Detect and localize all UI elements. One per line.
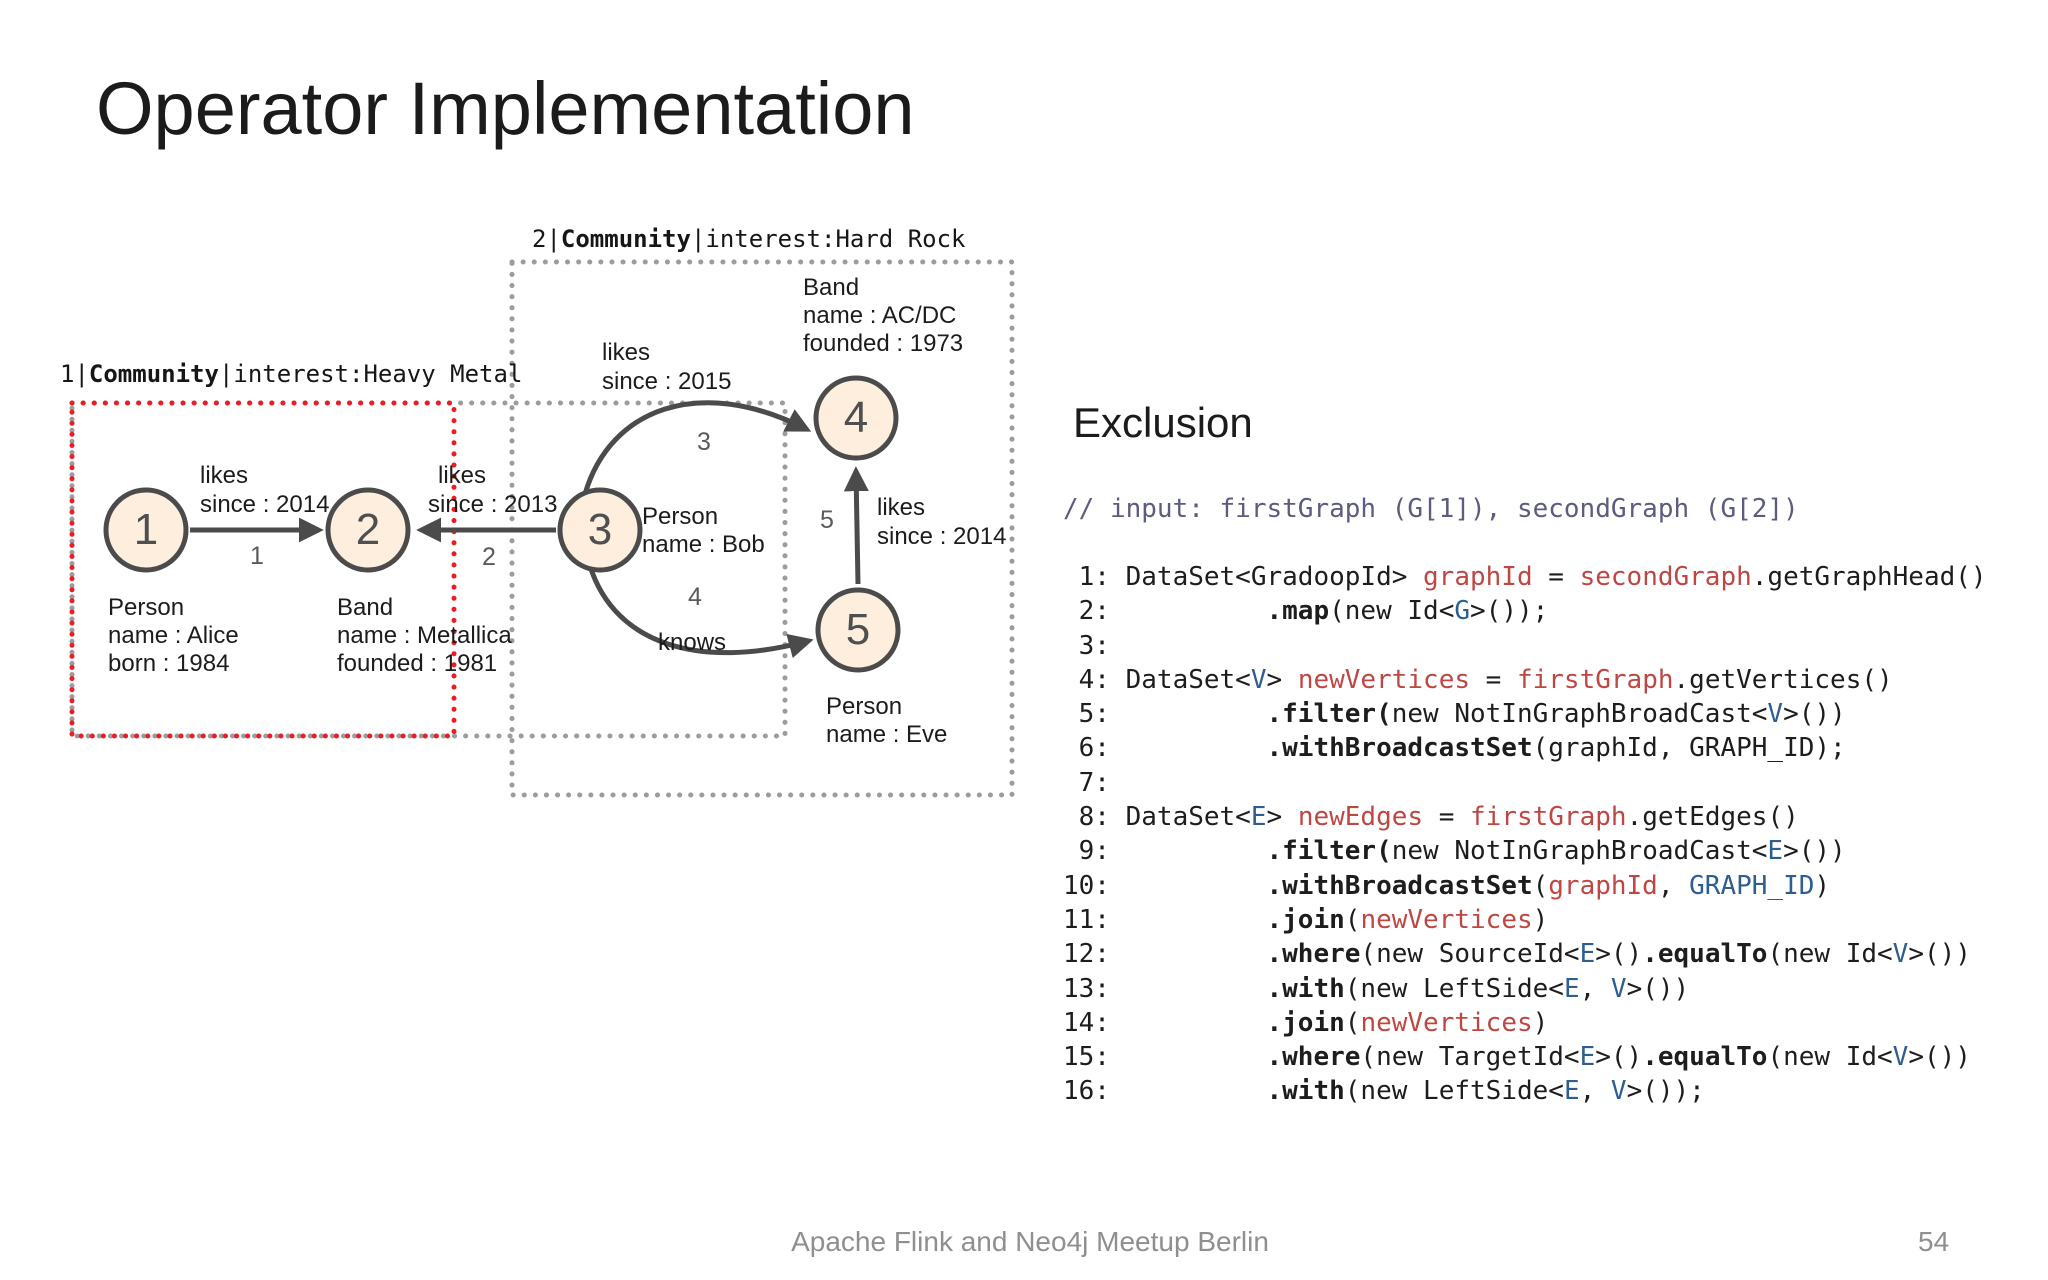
node-1-circle xyxy=(103,487,189,573)
page-number: 54 xyxy=(1918,1226,1950,1257)
code-block: 1: DataSet<GradoopId> graphId = secondGr… xyxy=(1063,560,1987,1109)
community1-box xyxy=(69,400,788,739)
code-line: 7: xyxy=(1063,767,1110,798)
code-line: 2: .map(new Id<G>()); xyxy=(1063,596,1549,627)
edge-1-label: likes since : 2014 xyxy=(200,461,329,519)
code-line: 3: xyxy=(1063,630,1110,661)
node-1-id: 1 xyxy=(133,505,159,554)
edge-2-prop: since : 2013 xyxy=(428,491,558,518)
edge-5-type: likes xyxy=(877,494,926,521)
edge-4-type: knows xyxy=(658,629,727,656)
code-line: 14: .join(newVertices) xyxy=(1063,1007,1549,1038)
edge-2-type: likes xyxy=(438,462,487,489)
footer-text: Apache Flink and Neo4j Meetup Berlin xyxy=(791,1226,1269,1257)
code-line: 10: .withBroadcastSet(graphId, GRAPH_ID) xyxy=(1063,870,1831,901)
node-3-label: Person name : Bob xyxy=(642,503,765,559)
code-line: 5: .filter(new NotInGraphBroadCast<V>()) xyxy=(1063,699,1846,730)
edge-3-arrow xyxy=(582,400,812,495)
community2-label: 2|Community|interest:Hard Rock xyxy=(532,225,966,253)
edge-1-id: 1 xyxy=(250,542,264,570)
code-comment: // input: firstGraph (G[1]), secondGraph… xyxy=(1063,494,1799,524)
node-2-circle xyxy=(325,487,411,573)
node-1-prop: name : Alice xyxy=(108,622,239,649)
community1-type: Community xyxy=(88,360,219,388)
edge-1-prop: since : 2014 xyxy=(200,491,330,518)
node-2-label: Band name : Metallica founded : 1981 xyxy=(337,594,512,678)
node-4-prop: founded : 1973 xyxy=(803,330,964,357)
node-5-circle xyxy=(815,587,901,673)
node-2-type: Band xyxy=(337,594,394,621)
code-line: 4: DataSet<V> newVertices = firstGraph.g… xyxy=(1063,664,1893,695)
code-line: 8: DataSet<E> newEdges = firstGraph.getE… xyxy=(1063,802,1799,833)
node-3-type: Person xyxy=(642,503,719,530)
edge-3-label: likes since : 2015 xyxy=(602,338,731,396)
node-3-prop: name : Bob xyxy=(642,531,765,558)
code-line: 12: .where(new SourceId<E>().equalTo(new… xyxy=(1063,939,1971,970)
edge-2-id: 2 xyxy=(482,543,496,571)
node-5-prop: name : Eve xyxy=(826,721,948,748)
node-2-id: 2 xyxy=(355,505,381,554)
community1-interest: |interest:Heavy Metal xyxy=(218,360,523,388)
node-1-label: Person name : Alice born : 1984 xyxy=(108,594,239,678)
node-2-prop: name : Metallica xyxy=(337,622,512,649)
edge-3-prop: since : 2015 xyxy=(602,368,732,395)
edge-5-arrow xyxy=(843,466,869,585)
node-1-type: Person xyxy=(108,594,185,621)
community2-type: Community xyxy=(560,225,691,253)
code-line: 1: DataSet<GradoopId> graphId = secondGr… xyxy=(1063,562,1987,592)
edge-5-label: likes since : 2014 xyxy=(877,493,1006,551)
node-3-id: 3 xyxy=(587,505,613,554)
node-4-id: 4 xyxy=(843,393,869,442)
edge-4-arrow xyxy=(587,565,814,659)
node-5-label: Person name : Eve xyxy=(826,693,947,749)
community2-id: 2| xyxy=(532,225,561,253)
node-4-prop: name : AC/DC xyxy=(803,302,957,329)
page-title: Operator Implementation xyxy=(96,67,915,150)
edge-5-prop: since : 2014 xyxy=(877,523,1007,550)
exclusion-result-box xyxy=(69,400,457,739)
node-1-prop: born : 1984 xyxy=(108,650,230,677)
node-2-prop: founded : 1981 xyxy=(337,650,498,677)
community1-id: 1| xyxy=(60,360,89,388)
section-heading: Exclusion xyxy=(1073,399,1253,446)
node-5-id: 5 xyxy=(845,605,871,654)
edge-4-id: 4 xyxy=(688,583,702,611)
node-4-label: Band name : AC/DC founded : 1973 xyxy=(803,274,963,358)
node-4-type: Band xyxy=(803,274,860,301)
edge-1-type: likes xyxy=(200,462,249,489)
edge-3-id: 3 xyxy=(697,428,711,456)
node-4-circle xyxy=(813,375,899,461)
community1-label: 1|Community|interest:Heavy Metal xyxy=(60,360,522,388)
code-line: 11: .join(newVertices) xyxy=(1063,904,1549,935)
node-3-circle xyxy=(557,487,643,573)
edge-3-type: likes xyxy=(602,339,651,366)
community2-interest: |interest:Hard Rock xyxy=(690,225,966,253)
code-line: 9: .filter(new NotInGraphBroadCast<E>()) xyxy=(1063,836,1846,867)
node-5-type: Person xyxy=(826,693,903,720)
code-line: 6: .withBroadcastSet(graphId, GRAPH_ID); xyxy=(1063,733,1846,764)
code-line: 13: .with(new LeftSide<E, V>()) xyxy=(1063,973,1690,1004)
edge-5-id: 5 xyxy=(820,506,834,534)
code-line: 16: .with(new LeftSide<E, V>()); xyxy=(1063,1076,1705,1107)
code-line: 15: .where(new TargetId<E>().equalTo(new… xyxy=(1063,1042,1971,1073)
